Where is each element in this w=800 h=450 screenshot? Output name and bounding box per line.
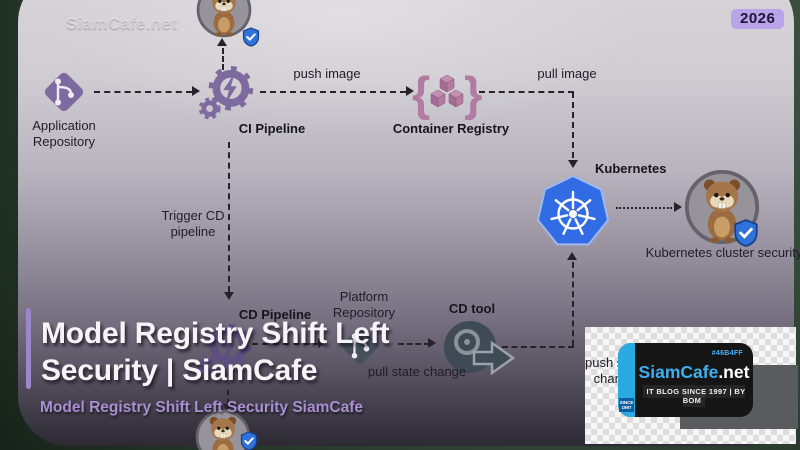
arrowhead-down-icon — [568, 160, 578, 168]
logo-blue-stripe: SINCE 1997 — [618, 343, 635, 417]
cd-pipeline-label: CD Pipeline — [238, 307, 312, 322]
edge-cdtool-to-k8s-v — [572, 262, 574, 346]
arrowhead-up-icon — [217, 38, 227, 46]
registry-brace-open: { — [412, 67, 431, 120]
watermark-text: SiamCafe.net — [66, 14, 178, 33]
pull-state-label: pull state change — [367, 364, 467, 379]
ci-pipeline-label: CI Pipeline — [238, 121, 306, 136]
edge-registry-to-k8s-h — [479, 91, 574, 93]
since-bottom: 1997 — [621, 405, 632, 410]
arrowhead-right-icon — [318, 338, 326, 348]
siamcafe-logo-card: SINCE 1997 #46B4FF SiamCafe.net IT BLOG … — [618, 343, 753, 417]
year-badge: 2026 — [731, 9, 785, 29]
pull-image-label: pull image — [537, 66, 597, 81]
registry-brace-close: } — [464, 67, 483, 120]
edge-apprepo-to-ci — [94, 91, 192, 93]
edge-cd-to-bottom-mascot — [227, 390, 229, 404]
title-accent-bar — [26, 308, 31, 389]
since-1997-badge: SINCE 1997 — [619, 398, 634, 412]
edge-cdtool-to-k8s-h — [502, 346, 574, 348]
edge-platform-to-cdtool — [398, 343, 430, 345]
since-top: SINCE — [619, 400, 634, 405]
arrowhead-down-icon — [224, 292, 234, 300]
edge-cd-to-platform — [252, 343, 320, 345]
logo-tagline: IT BLOG SINCE 1997 | BY BOM — [639, 385, 749, 407]
title-line-2: Security | SiamCafe — [41, 354, 318, 387]
edge-k8s-to-security — [616, 207, 672, 209]
brand-suffix: .net — [718, 362, 750, 382]
push-image-label: push image — [293, 66, 361, 81]
arrowhead-right-icon — [192, 86, 200, 96]
arrowhead-up-icon — [567, 252, 577, 260]
hex-color-label: #46B4FF — [711, 350, 743, 357]
logo-tagline-text: IT BLOG SINCE 1997 | BY BOM — [642, 385, 746, 407]
arrowhead-right-icon — [674, 202, 682, 212]
arrowhead-right-icon — [406, 86, 414, 96]
trigger-cd-label: Trigger CD pipeline — [161, 208, 225, 239]
container-registry-label: Container Registry — [392, 121, 510, 136]
app-repo-label: Application Repository — [32, 118, 96, 149]
brand-name: SiamCafe — [638, 362, 719, 382]
edge-ci-to-security-mascot — [222, 48, 224, 70]
kubernetes-label: Kubernetes — [595, 161, 667, 176]
edge-registry-to-k8s-v — [572, 92, 574, 158]
brand-wordmark: SiamCafe.net — [635, 362, 753, 383]
title-line-1: Model Registry Shift Left — [41, 317, 390, 350]
edge-ci-to-cd — [228, 142, 230, 292]
subtitle: Model Registry Shift Left Security SiamC… — [40, 399, 363, 416]
edge-ci-to-registry — [260, 91, 406, 93]
k8s-security-label: Kubernetes cluster security — [645, 245, 800, 260]
cd-tool-label: CD tool — [448, 301, 496, 316]
platform-repo-label: Platform Repository — [332, 289, 396, 320]
arrowhead-right-icon — [428, 338, 436, 348]
arrowhead-down-icon — [223, 404, 233, 412]
